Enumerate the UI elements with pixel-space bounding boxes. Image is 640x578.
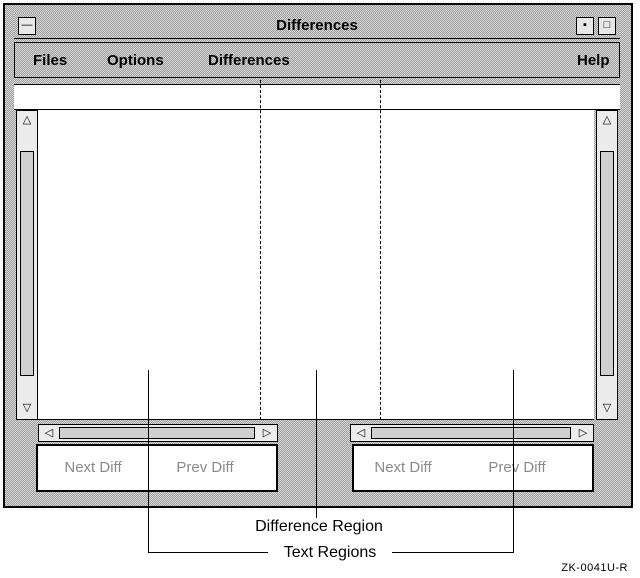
text-area bbox=[38, 110, 594, 420]
minimize-button[interactable]: ▪ bbox=[576, 17, 594, 35]
left-next-diff-button[interactable]: Next Diff bbox=[64, 459, 122, 476]
file-header-strip bbox=[14, 84, 620, 110]
right-horizontal-scrollbar[interactable]: ◁ ▷ bbox=[350, 424, 594, 442]
minimize-icon: ▪ bbox=[583, 19, 587, 31]
scroll-up-icon[interactable]: △ bbox=[602, 114, 612, 126]
scroll-right-icon[interactable]: ▷ bbox=[262, 427, 272, 439]
window-menu-button[interactable]: — bbox=[18, 17, 36, 35]
callout-line-right-text bbox=[513, 370, 514, 552]
title-bar[interactable]: Differences bbox=[14, 13, 620, 39]
right-text-region[interactable] bbox=[380, 110, 594, 419]
left-text-region[interactable] bbox=[38, 110, 260, 419]
scroll-left-icon[interactable]: ◁ bbox=[44, 427, 54, 439]
left-vertical-scrollbar[interactable]: △ ▽ bbox=[16, 110, 38, 420]
window-menu-icon: — bbox=[21, 19, 33, 31]
scroll-down-icon[interactable]: ▽ bbox=[602, 402, 612, 414]
left-vertical-thumb[interactable] bbox=[20, 151, 34, 376]
scroll-down-icon[interactable]: ▽ bbox=[22, 402, 32, 414]
left-divider-line bbox=[260, 80, 261, 420]
difference-region bbox=[260, 110, 380, 419]
text-regions-label: Text Regions bbox=[270, 544, 390, 562]
difference-region-label: Difference Region bbox=[244, 518, 394, 536]
left-button-panel: Next Diff Prev Diff bbox=[36, 444, 278, 492]
maximize-button[interactable]: □ bbox=[598, 17, 616, 35]
figure-id: ZK-0041U-R bbox=[561, 562, 628, 574]
right-prev-diff-button[interactable]: Prev Diff bbox=[488, 459, 546, 476]
callout-hline-left bbox=[148, 552, 268, 553]
menu-help[interactable]: Help bbox=[577, 52, 610, 69]
scroll-left-icon[interactable]: ◁ bbox=[356, 427, 366, 439]
right-vertical-thumb[interactable] bbox=[600, 151, 614, 376]
left-prev-diff-button[interactable]: Prev Diff bbox=[176, 459, 234, 476]
maximize-icon: □ bbox=[603, 19, 611, 31]
callout-hline-right bbox=[392, 552, 514, 553]
menu-files[interactable]: Files bbox=[33, 52, 68, 69]
menu-options[interactable]: Options bbox=[107, 52, 164, 69]
callout-line-left-text bbox=[148, 370, 149, 552]
right-button-panel: Next Diff Prev Diff bbox=[352, 444, 594, 492]
menu-bar: Files Options Differences Help bbox=[14, 42, 620, 78]
right-divider-line bbox=[380, 80, 381, 420]
callout-line-difference bbox=[316, 370, 317, 518]
left-horizontal-scrollbar[interactable]: ◁ ▷ bbox=[38, 424, 278, 442]
menu-differences[interactable]: Differences bbox=[208, 52, 290, 69]
right-vertical-scrollbar[interactable]: △ ▽ bbox=[596, 110, 618, 420]
window-title: Differences bbox=[276, 17, 358, 34]
scroll-up-icon[interactable]: △ bbox=[22, 114, 32, 126]
right-next-diff-button[interactable]: Next Diff bbox=[374, 459, 432, 476]
left-horizontal-thumb[interactable] bbox=[59, 427, 255, 439]
scroll-right-icon[interactable]: ▷ bbox=[578, 427, 588, 439]
right-horizontal-thumb[interactable] bbox=[371, 427, 571, 439]
